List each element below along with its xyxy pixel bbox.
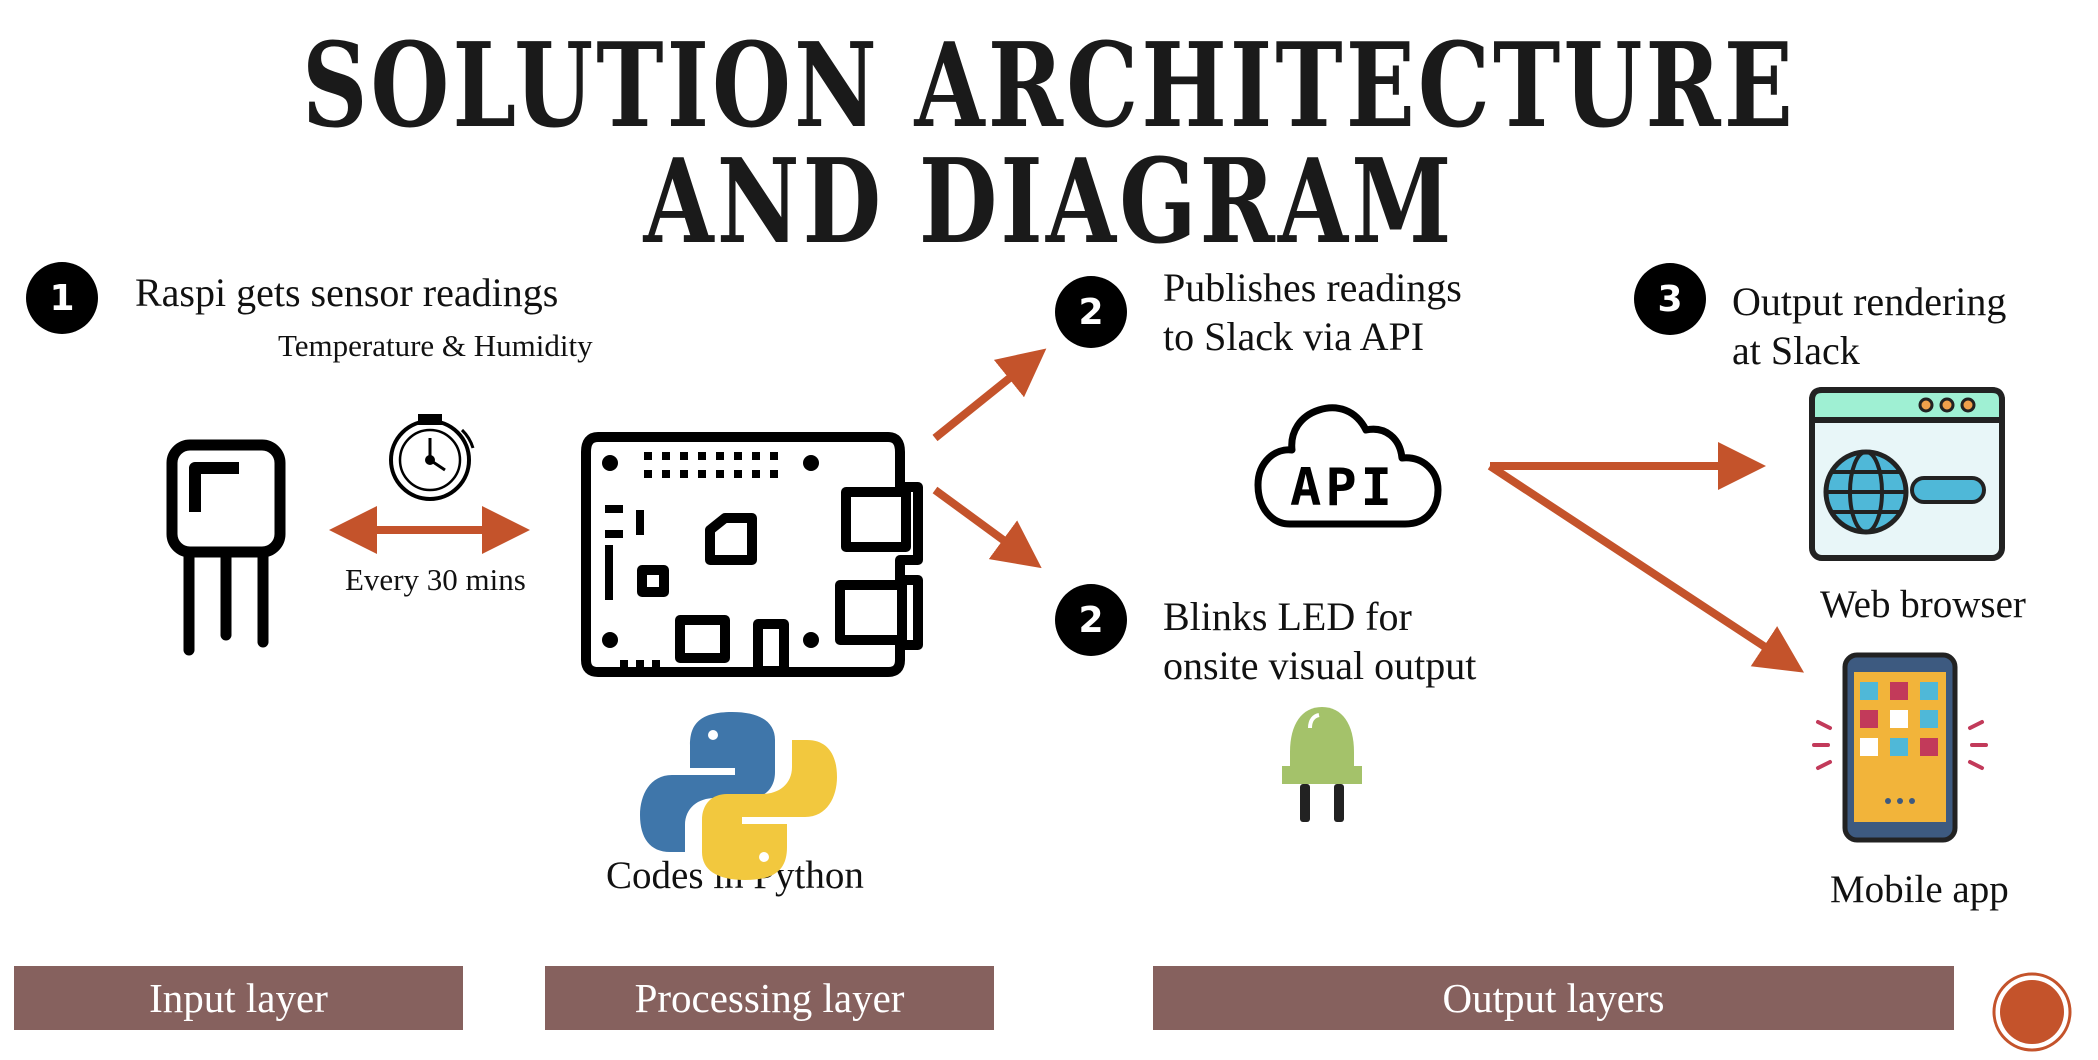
output-layer-bar: Output layers xyxy=(1153,966,1954,1030)
step-blink-line1: Blinks LED for xyxy=(1163,594,1412,639)
timer-icon xyxy=(389,414,475,501)
step-blink-text: Blinks LED for onsite visual output xyxy=(1163,592,1476,690)
arrow-to-slack xyxy=(932,348,1047,442)
step-output-line2: at Slack xyxy=(1732,328,1860,373)
step-badge-2-blink: 2 xyxy=(1055,584,1127,656)
step-input-text: Raspi gets sensor readings xyxy=(135,270,559,315)
web-browser-label: Web browser xyxy=(1820,583,2026,626)
step-publish-line2: to Slack via API xyxy=(1163,314,1425,359)
mobile-app-label: Mobile app xyxy=(1830,868,2009,911)
api-text: API xyxy=(1290,458,1396,518)
python-logo-icon xyxy=(640,712,837,880)
step-blink-line2: onsite visual output xyxy=(1163,643,1477,688)
processing-layer-bar: Processing layer xyxy=(545,966,994,1030)
raspberry-pi-board-icon xyxy=(581,432,923,677)
step-publish-text: Publishes readings to Slack via API xyxy=(1163,263,1462,361)
arrow-to-led xyxy=(932,486,1042,569)
led-icon xyxy=(1282,707,1362,822)
interval-label: Every 30 mins xyxy=(345,562,526,597)
step-output-text: Output rendering at Slack xyxy=(1732,277,2006,375)
arrow-to-mobile xyxy=(1487,462,1805,673)
mobile-phone-icon xyxy=(1812,652,1988,843)
step-badge-2-publish: 2 xyxy=(1055,276,1127,348)
step-input-subtext: Temperature & Humidity xyxy=(278,328,593,363)
corner-circle-icon xyxy=(1992,972,2072,1052)
web-browser-icon xyxy=(1809,387,2005,561)
input-layer-bar: Input layer xyxy=(14,966,463,1030)
page-title: SOLUTION ARCHITECTURE AND DIAGRAM xyxy=(302,18,1796,270)
sensor-icon xyxy=(166,439,286,656)
step-output-line1: Output rendering xyxy=(1732,279,2007,324)
raspberry-pi-details xyxy=(602,452,819,668)
step-badge-1: 1 xyxy=(26,262,98,334)
step-publish-line1: Publishes readings xyxy=(1163,265,1462,310)
step-badge-3: 3 xyxy=(1634,263,1706,335)
api-cloud-icon xyxy=(1254,404,1442,528)
